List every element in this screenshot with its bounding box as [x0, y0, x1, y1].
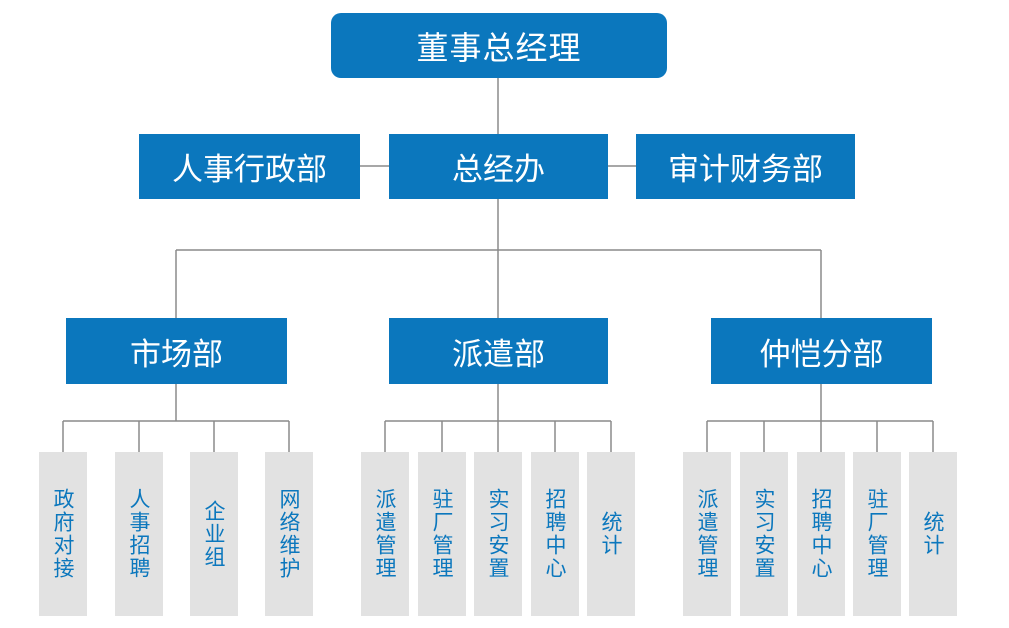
node-sub-unit: 实习安置: [740, 452, 788, 616]
node-sub-unit: 政府对接: [39, 452, 87, 616]
node-label: 董事总经理: [416, 28, 582, 67]
node-label: 派遣管理: [373, 488, 397, 580]
node-sub-unit: 派遣管理: [683, 452, 731, 616]
node-sub-unit: 网络维护: [265, 452, 313, 616]
node-sub-unit: 统计: [587, 452, 635, 616]
node-label: 实习安置: [486, 488, 510, 580]
node-department: 仲恺分部: [711, 318, 932, 384]
node-sub-unit: 企业组: [190, 452, 238, 616]
node-label: 网络维护: [277, 488, 301, 580]
node-label: 市场部: [130, 336, 223, 373]
node-label: 统计: [599, 511, 623, 557]
node-label: 实习安置: [752, 488, 776, 580]
node-sub-unit: 统计: [909, 452, 957, 616]
node-department: 市场部: [66, 318, 287, 384]
node-audit-finance: 审计财务部: [636, 134, 855, 199]
node-label: 人事行政部: [172, 152, 327, 188]
node-sub-unit: 招聘中心: [531, 452, 579, 616]
node-label: 驻厂管理: [430, 488, 454, 580]
node-label: 审计财务部: [668, 152, 823, 188]
node-label: 派遣管理: [695, 488, 719, 580]
node-sub-unit: 驻厂管理: [418, 452, 466, 616]
node-label: 企业组: [202, 499, 226, 569]
node-sub-unit: 招聘中心: [797, 452, 845, 616]
node-gm-office: 总经办: [389, 134, 608, 199]
node-chairman-gm: 董事总经理: [331, 13, 667, 78]
node-label: 仲恺分部: [759, 336, 884, 373]
node-label: 总经办: [452, 152, 545, 188]
node-sub-unit: 派遣管理: [361, 452, 409, 616]
node-label: 派遣部: [452, 336, 545, 373]
node-label: 招聘中心: [543, 488, 567, 580]
node-label: 驻厂管理: [865, 488, 889, 580]
node-label: 人事招聘: [127, 488, 151, 580]
node-sub-unit: 驻厂管理: [853, 452, 901, 616]
node-label: 招聘中心: [809, 488, 833, 580]
node-label: 政府对接: [51, 488, 75, 580]
node-sub-unit: 实习安置: [474, 452, 522, 616]
node-hr-admin: 人事行政部: [139, 134, 360, 199]
node-sub-unit: 人事招聘: [115, 452, 163, 616]
node-department: 派遣部: [389, 318, 608, 384]
node-label: 统计: [921, 511, 945, 557]
